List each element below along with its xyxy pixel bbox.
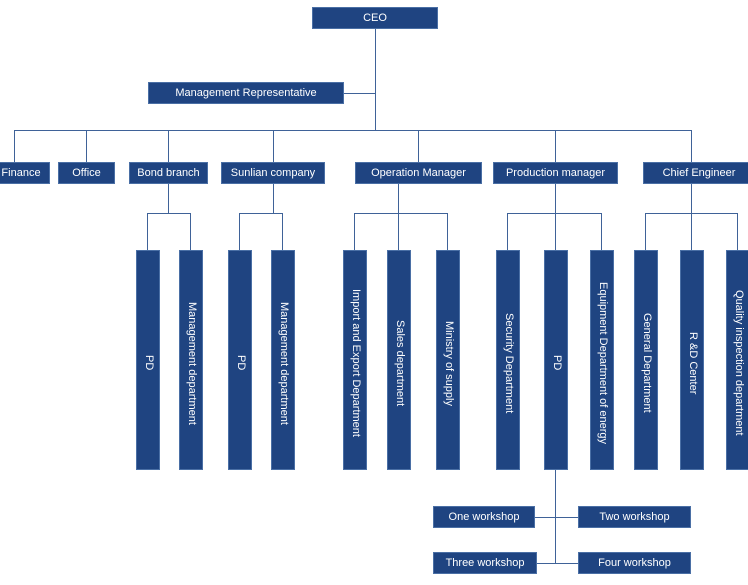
- connector-drop-chief-engineer: [691, 130, 692, 162]
- node-sunlian-pd-label: PD: [235, 355, 247, 371]
- connector-operation-stem: [398, 184, 399, 213]
- node-rd-center-label: R &D Center: [687, 331, 699, 395]
- connector-drop-operation-manager: [418, 130, 419, 162]
- connector-ceo-down: [375, 29, 376, 130]
- connector-drop-finance: [14, 130, 15, 162]
- node-ceo-label: CEO: [363, 11, 387, 24]
- connector-drop-bond-branch: [168, 130, 169, 162]
- node-production-pd-label: PD: [551, 355, 563, 371]
- node-sunlian-company-label: Sunlian company: [230, 166, 316, 179]
- node-ministry-of-supply-label: Ministry of supply: [443, 320, 455, 406]
- node-bond-management-department[interactable]: Management department: [179, 250, 203, 470]
- node-four-workshop[interactable]: Four workshop: [578, 552, 691, 574]
- node-three-workshop-label: Three workshop: [445, 556, 525, 569]
- node-two-workshop-label: Two workshop: [599, 510, 670, 523]
- node-one-workshop-label: One workshop: [448, 510, 520, 523]
- connector-production-stem: [555, 184, 556, 213]
- node-rd-center[interactable]: R &D Center: [680, 250, 704, 470]
- connector-production-bar: [507, 213, 601, 214]
- node-quality-inspection-department[interactable]: Quality inspection department: [726, 250, 748, 470]
- node-three-workshop[interactable]: Three workshop: [433, 552, 537, 574]
- connector-production-child-2: [555, 213, 556, 250]
- node-management-representative-label: Management Representative: [175, 86, 317, 99]
- connector-pd-to-workshops: [555, 470, 556, 563]
- connector-sunlian-child-2: [282, 213, 283, 250]
- node-import-export-department-label: Import and Export Department: [350, 289, 362, 437]
- node-sunlian-management-department[interactable]: Management department: [271, 250, 295, 470]
- connector-chief-child-1: [645, 213, 646, 250]
- node-equipment-department-energy[interactable]: Equipment Department of energy: [590, 250, 614, 470]
- node-four-workshop-label: Four workshop: [598, 556, 671, 569]
- node-two-workshop[interactable]: Two workshop: [578, 506, 691, 528]
- node-finance-label: Finance: [1, 166, 41, 179]
- node-quality-inspection-department-label: Quality inspection department: [733, 290, 745, 436]
- connector-level2-bus: [14, 130, 691, 131]
- connector-chief-stem: [691, 184, 692, 213]
- node-operation-manager[interactable]: Operation Manager: [355, 162, 482, 184]
- connector-chief-child-2: [691, 213, 692, 250]
- node-general-department-label: General Department: [641, 313, 653, 413]
- node-production-pd[interactable]: PD: [544, 250, 568, 470]
- node-sunlian-company[interactable]: Sunlian company: [221, 162, 325, 184]
- connector-bond-child-2: [190, 213, 191, 250]
- connector-bond-child-1: [147, 213, 148, 250]
- connector-sunlian-bar: [239, 213, 282, 214]
- node-sales-department[interactable]: Sales department: [387, 250, 411, 470]
- node-security-department[interactable]: Security Department: [496, 250, 520, 470]
- node-finance[interactable]: Finance: [0, 162, 50, 184]
- connector-sunlian-child-1: [239, 213, 240, 250]
- connector-operation-bar: [354, 213, 447, 214]
- node-general-department[interactable]: General Department: [634, 250, 658, 470]
- node-sunlian-pd[interactable]: PD: [228, 250, 252, 470]
- node-production-manager-label: Production manager: [505, 166, 606, 179]
- connector-mgmt-rep: [344, 93, 376, 94]
- node-ministry-of-supply[interactable]: Ministry of supply: [436, 250, 460, 470]
- node-chief-engineer[interactable]: Chief Engineer: [643, 162, 748, 184]
- connector-drop-sunlian: [273, 130, 274, 162]
- connector-workshop-row1: [535, 517, 578, 518]
- connector-production-child-3: [601, 213, 602, 250]
- connector-production-child-1: [507, 213, 508, 250]
- node-management-representative[interactable]: Management Representative: [148, 82, 344, 104]
- connector-drop-office: [86, 130, 87, 162]
- connector-bond-bar: [147, 213, 190, 214]
- node-bond-branch[interactable]: Bond branch: [129, 162, 208, 184]
- node-sunlian-management-department-label: Management department: [278, 301, 290, 425]
- node-bond-pd-label: PD: [143, 355, 155, 371]
- node-sales-department-label: Sales department: [394, 319, 406, 407]
- node-office[interactable]: Office: [58, 162, 115, 184]
- node-import-export-department[interactable]: Import and Export Department: [343, 250, 367, 470]
- connector-drop-production-manager: [555, 130, 556, 162]
- node-one-workshop[interactable]: One workshop: [433, 506, 535, 528]
- connector-chief-child-3: [737, 213, 738, 250]
- connector-sunlian-stem: [273, 184, 274, 213]
- node-chief-engineer-label: Chief Engineer: [662, 166, 736, 179]
- node-operation-manager-label: Operation Manager: [371, 166, 466, 179]
- connector-operation-child-2: [398, 213, 399, 250]
- node-security-department-label: Security Department: [503, 312, 515, 414]
- node-bond-management-department-label: Management department: [186, 301, 198, 425]
- connector-bond-stem: [168, 184, 169, 213]
- node-equipment-department-energy-label: Equipment Department of energy: [597, 281, 609, 445]
- node-bond-branch-label: Bond branch: [137, 166, 200, 179]
- connector-operation-child-1: [354, 213, 355, 250]
- node-office-label: Office: [72, 166, 101, 179]
- node-production-manager[interactable]: Production manager: [493, 162, 618, 184]
- connector-operation-child-3: [447, 213, 448, 250]
- node-bond-pd[interactable]: PD: [136, 250, 160, 470]
- node-ceo[interactable]: CEO: [312, 7, 438, 29]
- connector-workshop-row2: [537, 563, 578, 564]
